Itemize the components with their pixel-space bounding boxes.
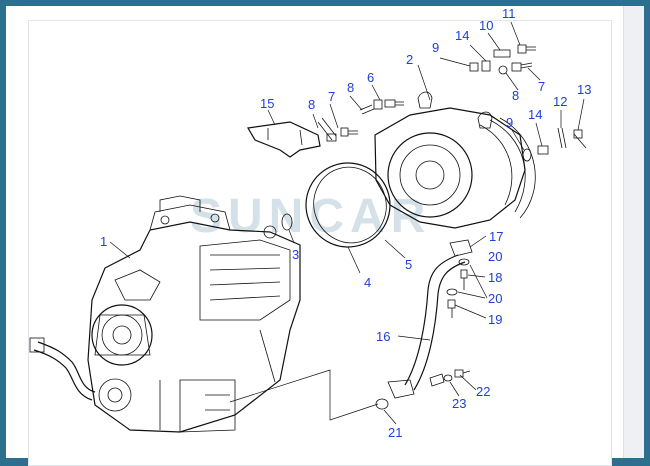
callout-23: 23	[452, 396, 466, 411]
callout-21: 21	[388, 425, 402, 440]
converter-housing-2	[374, 91, 536, 229]
hardware-22-23	[443, 369, 471, 382]
o-ring-21	[375, 398, 389, 410]
callout-5: 5	[405, 257, 412, 272]
bolts-8-6-top	[359, 99, 404, 115]
callout-7-right: 7	[538, 79, 545, 94]
callout-22: 22	[476, 384, 490, 399]
callout-14-top: 14	[455, 28, 469, 43]
leader-lines	[109, 21, 585, 425]
callout-2: 2	[406, 52, 413, 67]
callout-6: 6	[367, 70, 374, 85]
callout-3: 3	[292, 247, 299, 262]
hardware-right	[522, 127, 587, 162]
bolts-8-7-left	[317, 117, 358, 142]
callout-15: 15	[260, 96, 274, 111]
bracket-15	[247, 121, 321, 158]
callout-9-top: 9	[432, 40, 439, 55]
parts-diagram-card	[28, 20, 612, 466]
callout-9-right: 9	[506, 115, 513, 130]
callout-20-bottom: 20	[488, 291, 502, 306]
left-oil-pipe	[29, 337, 96, 401]
callout-10: 10	[479, 18, 493, 33]
callout-4: 4	[364, 275, 371, 290]
oil-pipe-16	[387, 239, 473, 399]
callout-8-right: 8	[512, 88, 519, 103]
callout-11: 11	[502, 6, 516, 21]
callout-13: 13	[577, 82, 591, 97]
hardware-top-right	[469, 44, 536, 75]
callout-1: 1	[100, 234, 107, 249]
callout-17: 17	[489, 229, 503, 244]
callout-numbers: 1 2 3 4 5 6 7 7 8 8 8 9 9 10 11 12 13 14…	[100, 6, 591, 440]
gasket-ring-4	[305, 162, 391, 248]
callout-16: 16	[376, 329, 390, 344]
callout-12: 12	[553, 94, 567, 109]
callout-18: 18	[488, 270, 502, 285]
callout-7-left: 7	[328, 89, 335, 104]
callout-19: 19	[488, 312, 502, 327]
callout-8-left: 8	[308, 97, 315, 112]
connection-line	[229, 369, 379, 421]
scrollbar-track[interactable]	[623, 6, 644, 458]
callout-20-top: 20	[488, 249, 502, 264]
callout-8-mid: 8	[347, 80, 354, 95]
callout-14-right: 14	[528, 107, 542, 122]
transmission-housing	[87, 195, 301, 433]
viewer-frame	[6, 6, 644, 466]
o-ring-3	[281, 213, 293, 231]
hardware-18-20-19	[446, 258, 470, 318]
